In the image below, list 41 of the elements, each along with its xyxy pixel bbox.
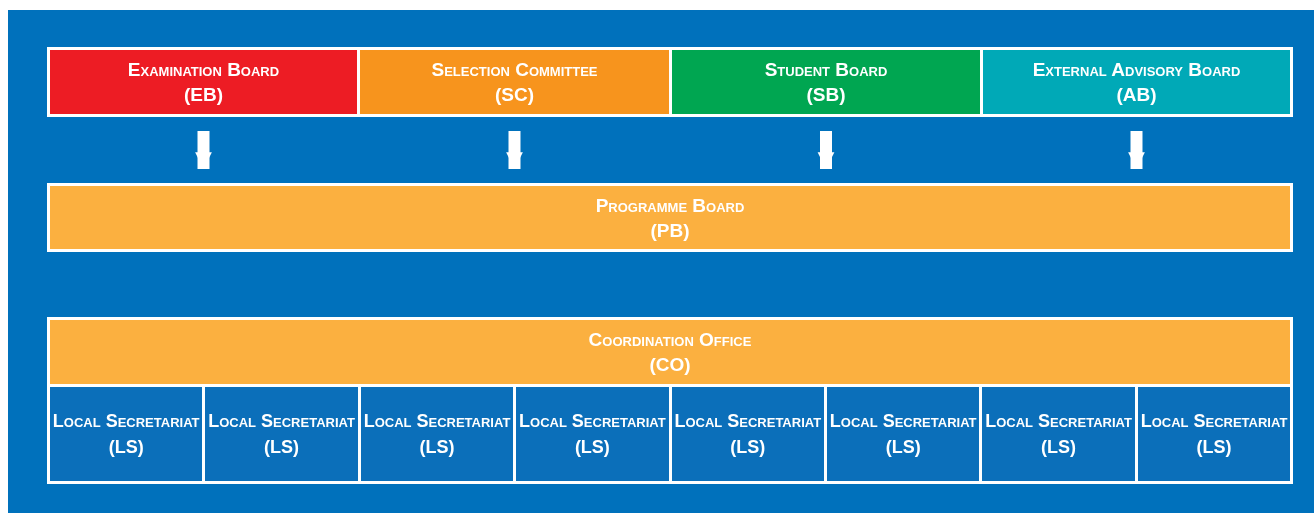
abbreviation: (LS)	[885, 436, 921, 459]
box-title: Local Secretariat	[208, 410, 355, 433]
down-arrow	[1128, 131, 1145, 169]
box-title: Selection Committee	[431, 58, 598, 82]
abbreviation: (SC)	[494, 83, 535, 107]
box-title: Programme Board	[595, 193, 745, 218]
box-title: Local Secretariat	[829, 410, 977, 433]
box-title: Local Secretariat	[1140, 410, 1288, 433]
box-title: Examination Board	[127, 58, 280, 82]
box-title: Local Secretariat	[52, 410, 200, 433]
box-title: External Advisory Board	[1032, 58, 1241, 82]
box-title: Local Secretariat	[674, 410, 822, 433]
box-title: Local Secretariat	[519, 410, 666, 433]
committee-box	[47, 47, 360, 117]
down-arrow	[195, 131, 212, 169]
abbreviation: (LS)	[1041, 436, 1077, 459]
abbreviation: (LS)	[1196, 436, 1232, 459]
abbreviation: (LS)	[574, 436, 610, 459]
box-title: Coordination Office	[588, 328, 752, 352]
box-title: Local Secretariat	[363, 410, 511, 433]
secretariat-box	[979, 384, 1138, 484]
abbreviation: (LS)	[108, 436, 144, 459]
abbreviation: (PB)	[650, 218, 690, 243]
committee-box	[669, 47, 983, 117]
abbreviation: (LS)	[419, 436, 455, 459]
box-title: Student Board	[764, 58, 888, 82]
secretariat-box	[513, 384, 672, 484]
abbreviation: (LS)	[730, 436, 766, 459]
abbreviation: (SB)	[806, 83, 846, 107]
abbreviation: (CO)	[649, 353, 691, 377]
down-arrow	[506, 131, 523, 169]
committee-box	[980, 47, 1293, 117]
down-arrow	[817, 131, 835, 169]
abbreviation: (EB)	[183, 83, 224, 107]
board-box	[47, 317, 1293, 387]
box-title: Local Secretariat	[985, 410, 1132, 433]
secretariat-box	[202, 384, 361, 484]
abbreviation: (LS)	[264, 436, 300, 459]
board-box	[47, 183, 1293, 252]
committee-box	[357, 47, 672, 117]
abbreviation: (AB)	[1116, 83, 1157, 107]
